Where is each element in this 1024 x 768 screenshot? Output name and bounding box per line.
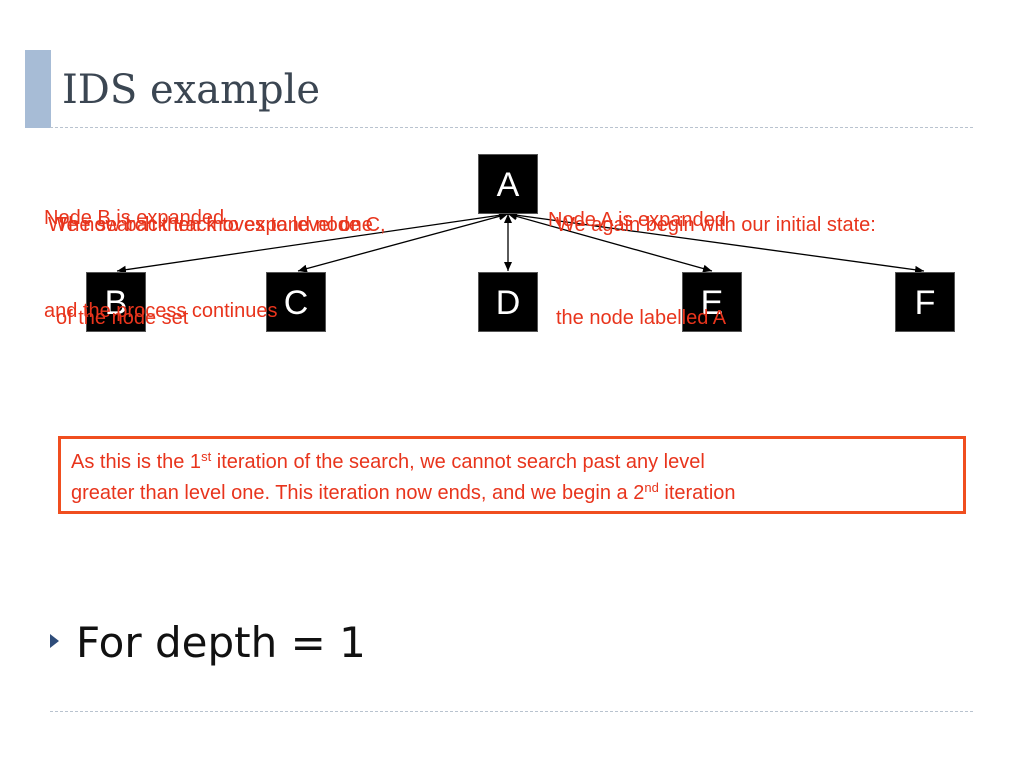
slide-title: IDS example	[62, 67, 321, 113]
node-c: C	[266, 272, 326, 332]
node-d: D	[478, 272, 538, 332]
iteration-note-box: As this is the 1st iteration of the sear…	[58, 436, 966, 514]
callout-left-1-line2: and the process continues	[44, 300, 278, 322]
title-divider	[50, 127, 973, 128]
node-e: E	[682, 272, 742, 332]
callout-right-1: Node A is expanded	[548, 143, 726, 360]
note-line-1-superscript: st	[201, 449, 212, 464]
title-accent-bar	[25, 50, 51, 128]
callout-left-2: We now back track to expand node C,	[48, 148, 386, 365]
callout-left-3-line2: of the node set	[56, 307, 189, 329]
note-line-2-superscript: nd	[644, 480, 659, 495]
callout-left-1-line1: Node B is expanded	[44, 207, 225, 229]
node-f: F	[895, 272, 955, 332]
edge-a-f	[507, 211, 925, 274]
callout-left-3: The search then moves to level one of th…	[56, 148, 373, 396]
note-line-1: As this is the 1st iteration of the sear…	[71, 447, 953, 478]
note-line-2-end: iteration	[658, 482, 736, 504]
callout-right-1-line1: Node A is expanded	[548, 209, 726, 231]
node-a: A	[478, 154, 538, 214]
edge-a-c	[297, 212, 509, 273]
callout-left-3-line1: The search then moves to level one	[56, 214, 373, 236]
footer-divider	[50, 711, 973, 712]
bullet-arrow-icon	[50, 634, 59, 648]
callout-right-2-line1: We again begin with our initial state:	[556, 214, 876, 236]
callout-right-2: We again begin with our initial state: t…	[556, 148, 876, 396]
note-line-1-end: iteration of the search, we cannot searc…	[211, 451, 705, 473]
note-line-2-start: greater than level one. This iteration n…	[71, 482, 645, 504]
depth-bullet-text: For depth = 1	[76, 618, 366, 667]
callout-right-2-line2: the node labelled A	[556, 307, 727, 329]
note-line-1-start: As this is the 1	[71, 451, 202, 473]
node-b: B	[86, 272, 146, 332]
note-line-2: greater than level one. This iteration n…	[71, 478, 953, 509]
callout-left-1: Node B is expanded and the process conti…	[44, 141, 278, 389]
callout-left-2-line1: We now back track to expand node C,	[48, 214, 386, 236]
